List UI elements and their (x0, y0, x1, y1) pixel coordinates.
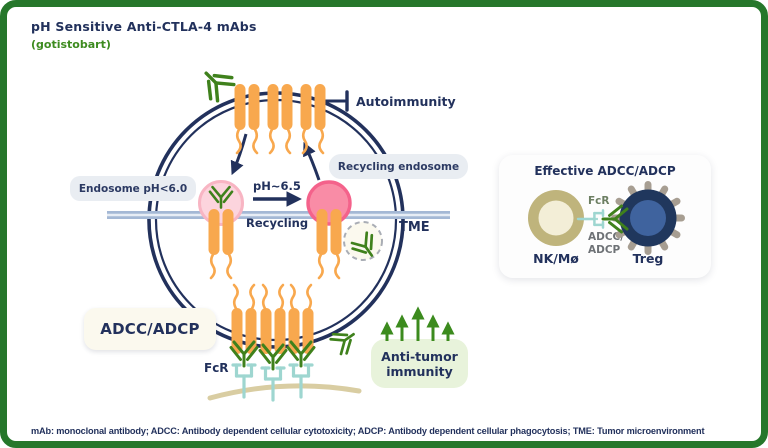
fcr-label: FcR (204, 361, 229, 375)
endosome-low-ph (198, 180, 244, 280)
fcr-receptor-icon (260, 366, 286, 402)
antibody-icon (348, 229, 383, 264)
page-title: pH Sensitive Anti-CTLA-4 mAbs (31, 19, 257, 34)
panel-fcr-label: FcR (588, 195, 610, 207)
antibody-icon (286, 340, 316, 368)
inhibition-bar (319, 90, 349, 112)
ctla4-receptor-icon (207, 207, 235, 280)
target-membrane-arc (207, 383, 362, 401)
ctla4-receptor-icon (266, 82, 294, 155)
treg-cell-label: Treg (632, 251, 664, 266)
released-antibody-vesicle (343, 221, 383, 264)
ctla4-receptor-icon (230, 283, 258, 356)
surface-receptors-top (193, 60, 327, 155)
anti-tumor-line2: immunity (386, 363, 453, 379)
ctla4-receptor-icon (299, 82, 327, 155)
ctla4-receptor-icon (259, 283, 287, 356)
endosome-ph-label-text: Endosome pH<6.0 (78, 182, 188, 195)
footnote: mAb: monoclonal antibody; ADCC: Antibody… (31, 426, 705, 436)
tme-label: TME (399, 220, 430, 235)
nk-cell-label: NK/Mø (533, 251, 579, 266)
recycling-label: Recycling (246, 216, 309, 230)
panel-adcc-label: ADCC/ ADCP (588, 231, 624, 257)
panel-adcc-line1: ADCC/ (588, 231, 625, 243)
arrow-recycle-up (303, 141, 321, 181)
arrow-internalization (230, 133, 248, 176)
panel-title: Effective ADCC/ADCP (534, 164, 676, 178)
panel-adcc-line2: ADCP (588, 244, 621, 257)
antibody-icon (208, 185, 234, 209)
ctla4-receptor-icon (287, 283, 315, 356)
fcr-receptor-icon (288, 363, 314, 399)
fcr-receptor-icon (231, 363, 257, 399)
autoimmunity-label: Autoimmunity (356, 94, 456, 109)
endosome-ph-label: Endosome pH<6.0 (70, 176, 196, 201)
adcc-adcp-box: ADCC/ADCP (84, 308, 216, 350)
recycling-endosome-label-text: Recycling endosome (337, 160, 460, 173)
antibody-icon (229, 340, 259, 368)
anti-tumor-line1: Anti-tumor (381, 348, 458, 364)
anti-tumor-box: Anti-tumor immunity (371, 339, 468, 388)
antibody-icon (258, 343, 288, 371)
recycling-endosome-label: Recycling endosome (329, 154, 468, 179)
ctla4-receptor-icon (233, 82, 261, 155)
anti-tumor-arrows (380, 306, 455, 341)
ph-shift-label: pH~6.5 (253, 179, 301, 193)
effective-adcc-panel: Effective ADCC/ADCP FcR ADCC/ ADCP NK/Mø… (499, 155, 711, 278)
adcc-adcp-box-text: ADCC/ADCP (100, 320, 200, 338)
recycling-endosome-vesicle (306, 180, 352, 280)
surface-receptors-bottom (229, 283, 362, 402)
antibody-icon (193, 60, 238, 105)
page-subtitle: (gotistobart) (31, 38, 111, 51)
ctla4-receptor-icon (315, 207, 343, 280)
antibody-icon (327, 323, 362, 358)
